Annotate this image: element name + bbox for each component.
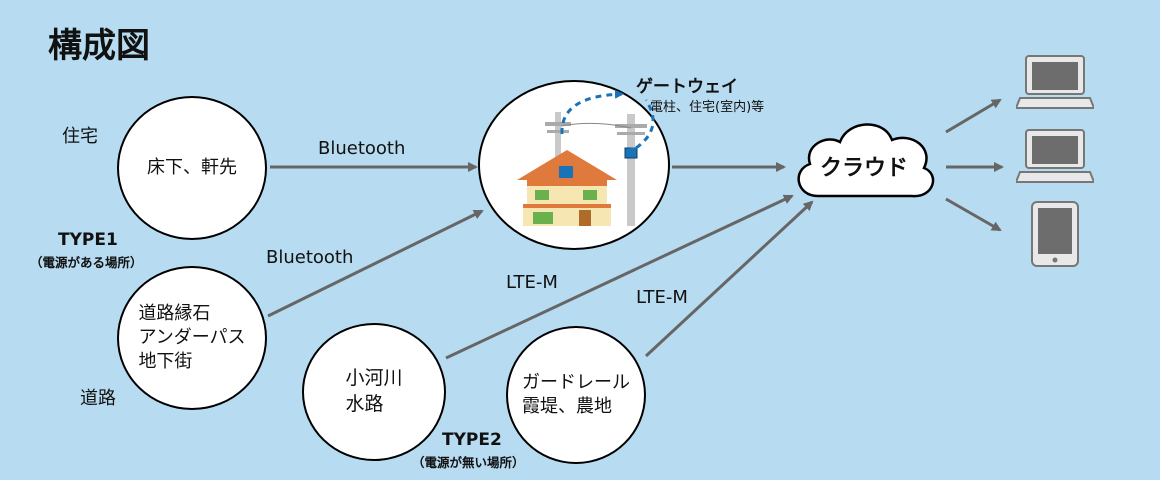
label-gateway: ゲートウェイ <box>636 77 738 97</box>
label-ltem-1: LTE-M <box>506 272 558 293</box>
node-road-line-3: 地下街 <box>138 351 193 373</box>
label-douro: 道路 <box>80 388 116 409</box>
dashed-link-pole <box>627 99 655 156</box>
node-river-line-2: 水路 <box>345 393 384 415</box>
node-guard-line-1: ガードレール <box>522 371 630 393</box>
arrow-river-cloud <box>445 194 794 360</box>
label-type2-sub: （電源が無い場所） <box>412 455 525 470</box>
laptop-icon <box>1016 129 1094 183</box>
node-gateway <box>478 80 670 250</box>
node-road: 道路縁石 アンダーパス 地下街 <box>117 266 267 410</box>
arrow-cloud-tablet <box>945 197 1002 232</box>
page-title: 構成図 <box>48 26 150 66</box>
node-road-line-1: 道路縁石 <box>138 302 211 324</box>
arrow-cloud-laptop1 <box>945 98 1002 134</box>
tablet-icon <box>1031 201 1079 267</box>
house-icon <box>517 150 617 226</box>
node-yukashita-label: 床下、軒先 <box>147 156 237 178</box>
label-bluetooth-1: Bluetooth <box>318 138 406 159</box>
label-type1: TYPE1 <box>58 230 118 250</box>
cloud-label: クラウド <box>819 156 908 181</box>
node-river-label: 小河川 水路 <box>345 366 402 417</box>
node-road-label: 道路縁石 アンダーパス 地下街 <box>138 302 245 375</box>
label-gateway-sub: 電柱、住宅(室内)等 <box>650 100 765 115</box>
node-guardrail: ガードレール 霞堤、農地 <box>506 326 646 464</box>
label-bluetooth-2: Bluetooth <box>266 247 354 268</box>
dashed-link-house <box>560 89 624 135</box>
node-guard-line-2: 霞堤、農地 <box>522 396 612 417</box>
laptop-icon <box>1016 55 1094 109</box>
node-river: 小河川 水路 <box>302 323 446 461</box>
label-ltem-2: LTE-M <box>636 287 688 308</box>
node-road-line-2: アンダーパス <box>138 326 246 348</box>
node-river-line-1: 小河川 <box>345 367 403 390</box>
label-type2: TYPE2 <box>442 430 502 450</box>
gateway-illustration <box>517 112 647 226</box>
utility-pole-left-icon <box>545 112 571 162</box>
cloud-icon <box>797 123 935 198</box>
node-guardrail-label: ガードレール 霞堤、農地 <box>522 371 630 420</box>
label-jutaku: 住宅 <box>62 126 98 147</box>
node-yukashita: 床下、軒先 <box>117 96 267 240</box>
label-type1-sub: （電源がある場所） <box>30 255 143 270</box>
arrow-road-gateway <box>267 209 484 318</box>
arrow-guard-cloud <box>644 200 814 358</box>
